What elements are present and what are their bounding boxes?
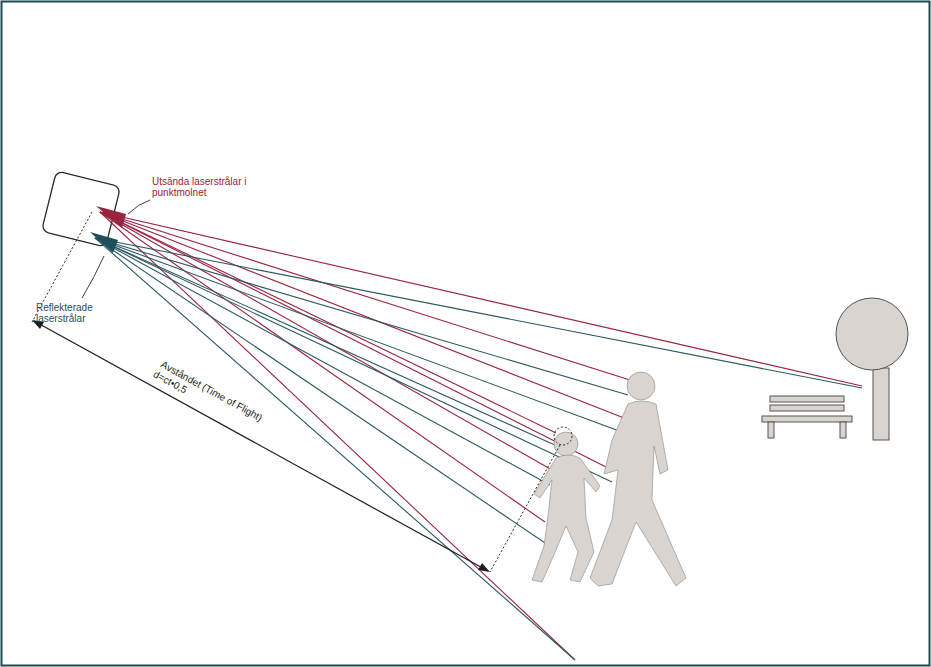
emitted-label: Utsända laserstrålar i punktmolnet <box>152 176 248 198</box>
tree-crown <box>836 298 908 370</box>
lidar-sensor <box>41 171 120 247</box>
tree-trunk <box>873 368 889 440</box>
leader-line <box>82 256 104 298</box>
arrowhead <box>478 563 490 572</box>
leader-line <box>128 200 150 214</box>
measure-point <box>554 427 572 445</box>
dimension-line <box>34 321 488 571</box>
bench <box>762 396 852 438</box>
dimension-extension <box>490 445 560 572</box>
reflected-label: Reflekterade laserstrålar <box>36 302 108 324</box>
receiver <box>90 232 118 253</box>
reflected-rays <box>95 238 862 660</box>
emitted-rays <box>100 212 862 660</box>
emitter <box>96 206 126 228</box>
adult-figure <box>590 372 686 586</box>
child-figure <box>532 432 600 582</box>
distance-label: Avståndet (Time of Flight)d=ct•0,5 <box>153 359 264 435</box>
